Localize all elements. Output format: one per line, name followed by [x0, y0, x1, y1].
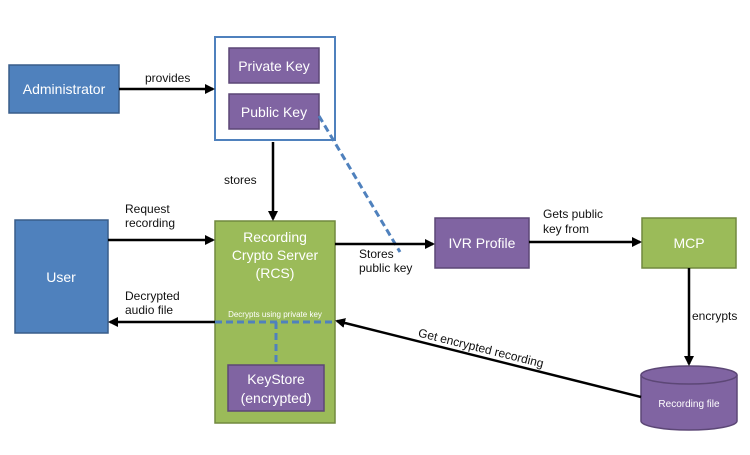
private-key-node: Private Key: [228, 47, 320, 84]
private-key-label: Private Key: [238, 58, 310, 74]
get-encrypted-recording-label: Get encrypted recording: [417, 326, 545, 371]
request-recording-label-line1: Request: [125, 202, 170, 216]
gets-public-key-label-line1: Gets public: [543, 207, 603, 221]
keystore-node: KeyStore (encrypted): [227, 364, 325, 412]
encrypts-label: encrypts: [692, 309, 737, 323]
ivr-profile-label: IVR Profile: [449, 235, 516, 251]
rcs-label-line1: Recording: [243, 229, 307, 245]
recording-file-node: Recording file: [640, 365, 738, 431]
stores-public-key-label-line1: Stores: [359, 247, 394, 261]
provides-label: provides: [145, 71, 190, 85]
rcs-label-line3: (RCS): [256, 265, 295, 281]
administrator-label: Administrator: [23, 81, 106, 97]
keystore-label-line2: (encrypted): [241, 390, 312, 406]
keystore-label-line1: KeyStore: [247, 371, 305, 387]
user-label: User: [46, 269, 76, 285]
public-key-label: Public Key: [241, 104, 307, 120]
stores-label: stores: [224, 173, 257, 187]
request-recording-label-line2: recording: [125, 216, 175, 230]
ivr-profile-node: IVR Profile: [434, 217, 530, 269]
decrypts-private-key-label: Decrypts using private key: [228, 310, 322, 319]
rcs-label-line2: Crypto Server: [232, 247, 319, 263]
public-key-dashed-line: [317, 115, 402, 253]
user-node: User: [14, 219, 109, 334]
public-key-node: Public Key: [228, 93, 320, 130]
mcp-node: MCP: [641, 217, 737, 269]
decrypted-audio-label-line2: audio file: [125, 303, 173, 317]
recording-file-label: Recording file: [658, 399, 720, 410]
mcp-label: MCP: [673, 235, 704, 251]
stores-public-key-label-line2: public key: [359, 261, 412, 275]
gets-public-key-label-line2: key from: [543, 222, 589, 236]
administrator-node: Administrator: [8, 64, 120, 114]
decrypted-audio-label-line1: Decrypted: [125, 289, 180, 303]
get-encrypted-recording-arrow: [335, 318, 642, 399]
